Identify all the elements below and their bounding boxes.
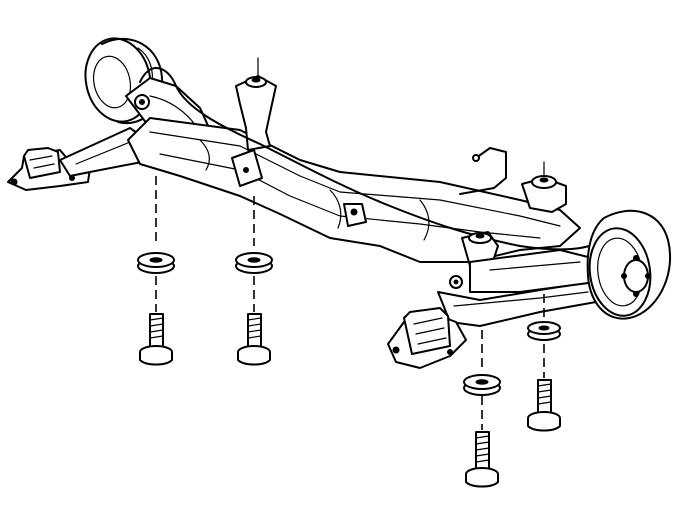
mount-bracket-left [7,147,91,191]
bolt [139,313,173,366]
bolt [465,431,499,488]
brake-drum-right [586,209,672,320]
spring-seat-left [235,57,277,151]
brake-line [139,67,601,251]
trailing-arm-right [437,249,601,327]
bolt [527,379,561,432]
washer [527,321,561,341]
washer [137,252,175,274]
mount-bracket-right [387,307,467,369]
washer [235,252,273,274]
alignment-lines [155,176,545,430]
spring-seat-right [461,161,567,267]
bolt [237,313,271,366]
washer [463,374,501,396]
